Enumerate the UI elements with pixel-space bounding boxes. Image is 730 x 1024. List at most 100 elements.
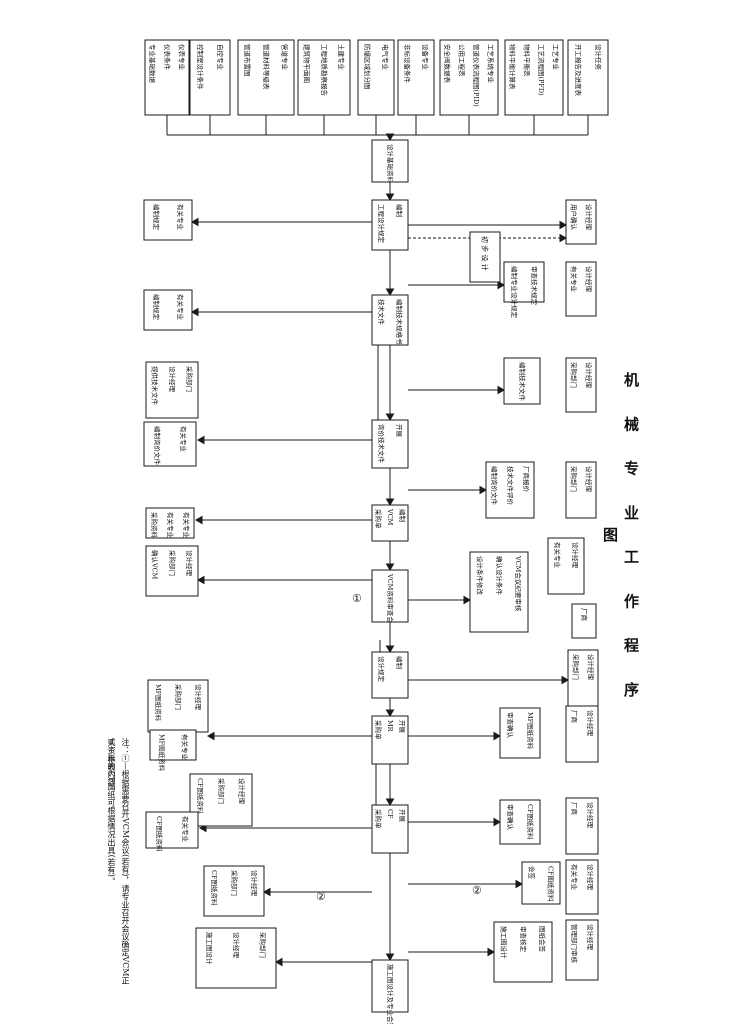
right-box-14-text: 审查确认 — [506, 804, 515, 831]
top-input-box-6-text: 土建专业 — [337, 44, 346, 71]
top-input-box-8-frame — [189, 39, 231, 116]
right-box-3-frame — [565, 261, 597, 317]
left-box-12-text: 施工图设计 — [205, 932, 214, 965]
left-box-5-frame — [145, 507, 195, 539]
arrow-head — [385, 498, 395, 506]
main-step-box-8-text: MR — [386, 720, 394, 733]
top-input-box-6-text: 建筑物平面图 — [303, 44, 312, 83]
main-step-box-9-text: 采购单 — [374, 809, 383, 829]
left-box-2-text: 有关专业 — [176, 294, 185, 321]
main-step-box-10-frame — [371, 959, 409, 1013]
left-box-7-text: MF图纸资料 — [154, 684, 163, 722]
connector-lines — [166, 115, 589, 967]
right-box-6-text: 厂商报价 — [522, 466, 531, 493]
left-box-11-text: CF图纸资料 — [210, 870, 219, 906]
main-step-box-2-frame — [371, 199, 409, 251]
left-box-1-text: 有关专业 — [176, 204, 185, 231]
top-input-box-6-frame — [297, 39, 351, 116]
right-box-4: 编制技术文件 — [503, 357, 541, 405]
left-box-10-frame — [145, 811, 199, 849]
right-box-14: CF图纸资料 审查确认 — [499, 799, 541, 845]
main-step-box-10-text: 施工图设计及专业会签 — [386, 964, 395, 1024]
top-input-box-4-text: 设备专业 — [421, 44, 430, 71]
right-box-2-text: 编制专业设计规定 — [510, 266, 519, 319]
right-box-6-text: 技术文件评价 — [506, 466, 515, 506]
arrow-head — [487, 947, 495, 957]
top-input-box-9-text: 专业基础数据 — [148, 44, 157, 84]
main-step-box-1-frame — [371, 139, 409, 183]
left-box-9-frame — [189, 773, 253, 827]
left-box-5-text: 采购资料 — [150, 512, 159, 539]
right-box-8-text: VCM会议纪要审核 — [514, 555, 523, 612]
arrow-head — [385, 953, 395, 961]
left-box-11-text: 采购部门 — [230, 870, 239, 896]
top-input-box-7-frame — [237, 39, 295, 116]
left-box-12-text: 采购部门 — [259, 932, 268, 958]
right-box-9-text: 有关专业 — [553, 542, 562, 569]
right-box-19-text: 设计经理 — [586, 924, 595, 951]
main-step-box-2-text: 编制 — [395, 204, 404, 218]
main-step-box-6: VCM资料审查会 — [371, 569, 409, 623]
left-box-3-frame — [145, 361, 199, 419]
right-box-7-text: 设计经理 — [584, 466, 593, 493]
top-input-box-1-text: 开工报告及进度表 — [574, 44, 583, 97]
right-box-17-text: 设计经理 — [586, 864, 595, 891]
right-box-15-text: 厂商 — [570, 802, 579, 816]
main-step-box-8-text: 开展 — [398, 720, 406, 734]
right-box-18-frame — [493, 921, 553, 983]
footnote-line-2: ②—本表CF图纸可根据情况出具(若有)。 — [107, 738, 116, 885]
left-box-3-text: 采购部门 — [185, 366, 194, 392]
right-box-18-text: 审查核定 — [519, 926, 528, 953]
top-input-box-6-text: 工程地质勘察报告 — [320, 44, 329, 97]
arrow-head — [197, 435, 205, 445]
top-input-box-2-text: 物料平衡表 — [523, 44, 532, 77]
arrow-head — [207, 731, 215, 741]
right-box-13-text: 设计经理 — [586, 710, 595, 737]
circle-mark-1: ① — [352, 592, 362, 605]
right-box-1-text: 设计经理 — [584, 204, 593, 231]
right-box-4-text: 编制技术文件 — [518, 362, 527, 402]
right-box-3-text: 有关专业 — [569, 266, 578, 293]
arrow-head — [385, 413, 395, 421]
left-box-5-text: 有关专业 — [182, 512, 191, 539]
main-step-box-9-frame — [371, 804, 409, 854]
arrow-head — [385, 288, 395, 296]
top-input-box-2-frame — [504, 39, 564, 116]
arrow-head — [463, 595, 471, 605]
main-step-box-7-frame — [371, 651, 409, 699]
top-input-box-1-text: 设计任务 — [594, 44, 603, 71]
main-step-box-10: 施工图设计及专业会签 — [371, 959, 409, 1024]
left-box-10-text: 有关专业 — [181, 816, 190, 843]
arrow-head — [493, 817, 501, 827]
main-step-box-1-text: 设计基础资料 — [386, 144, 395, 184]
arrow-head — [515, 879, 523, 889]
left-box-2-frame — [143, 289, 193, 331]
main-step-box-5-frame — [371, 504, 409, 542]
top-input-box-5-frame — [357, 39, 395, 116]
main-step-box-9-text: CF — [386, 809, 394, 819]
top-input-box-7-text: 管道布置图 — [243, 44, 252, 76]
main-step-box-4-frame — [371, 419, 409, 469]
left-box-8-text: 有关专业 — [180, 734, 189, 761]
left-box-8-frame — [149, 729, 197, 761]
left-box-9-text: 设计经理 — [238, 778, 247, 805]
left-box-1-text: 编制规定 — [152, 204, 161, 231]
left-box-7-text: 设计经理 — [194, 684, 203, 711]
top-input-box-3-text: 管道仪表流程图(PID) — [472, 44, 481, 107]
diagram-title: 机 械 专 业 工 作 程 序 图 — [601, 371, 640, 709]
left-box-6-text: 采购部门 — [168, 550, 177, 576]
right-box-14-text: CF图纸资料 — [526, 804, 535, 840]
left-box-1-frame — [143, 199, 193, 241]
